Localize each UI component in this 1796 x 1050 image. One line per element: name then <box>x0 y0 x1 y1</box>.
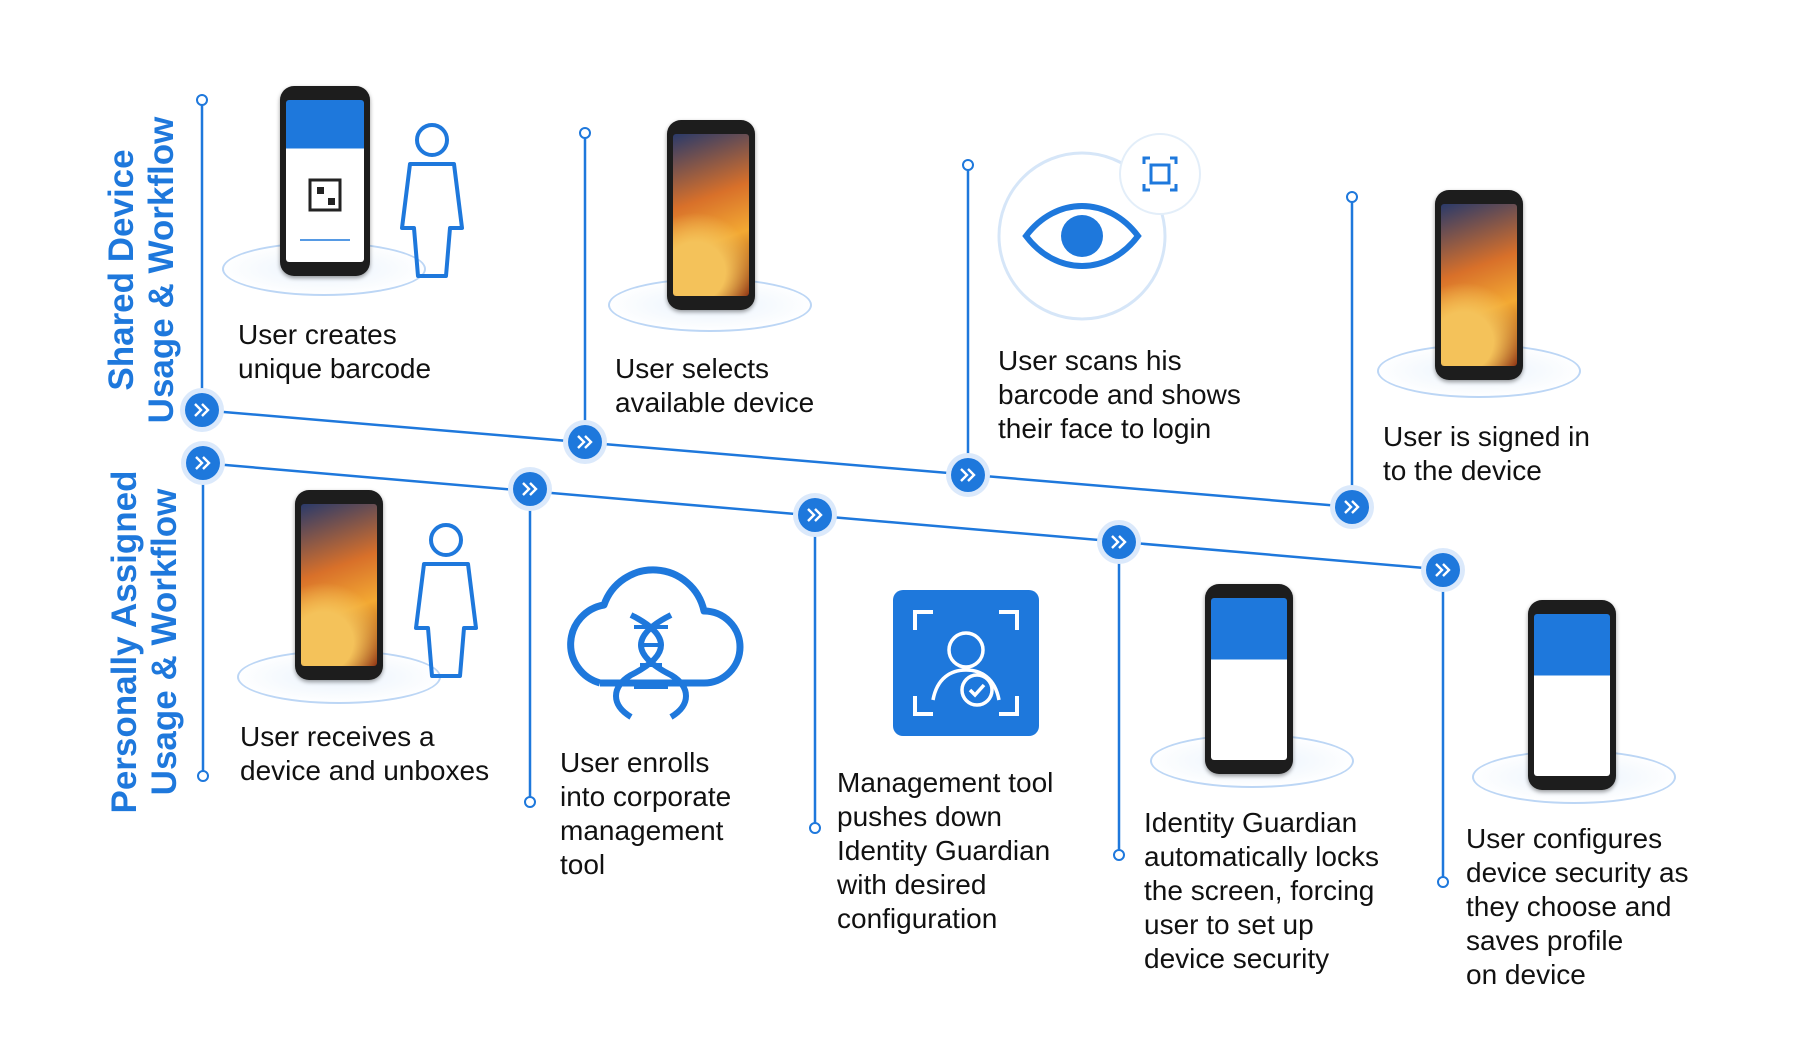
chevron-double-right-icon <box>951 458 985 492</box>
chevron-double-right-icon <box>1335 490 1369 524</box>
chevron-double-right-icon <box>568 425 602 459</box>
section-label-shared: Shared Device Usage & Workflow <box>102 116 181 424</box>
person-icon <box>400 123 464 278</box>
step-caption: User selects available device <box>615 353 815 418</box>
stem-end-dot <box>579 127 591 139</box>
stem-end-dot <box>524 796 536 808</box>
phone-icon <box>280 86 370 276</box>
face-id-icon <box>893 590 1039 736</box>
qr-code-icon <box>300 178 350 241</box>
step-caption: User configures device security as they … <box>1466 823 1689 990</box>
step-caption: Management tool pushes down Identity Gua… <box>837 767 1054 934</box>
step-caption: Identity Guardian automatically locks th… <box>1144 807 1379 974</box>
stem-end-dot <box>809 822 821 834</box>
section-label-personal: Personally Assigned Usage & Workflow <box>105 470 184 814</box>
cloud-dna-icon <box>567 566 744 720</box>
phone-icon <box>1435 190 1523 380</box>
phone-icon <box>667 120 755 310</box>
chevron-double-right-icon <box>798 498 832 532</box>
phone-icon <box>295 490 383 680</box>
chevron-double-right-icon <box>513 472 547 506</box>
step-caption: User creates unique barcode <box>238 319 432 384</box>
phone-icon <box>1528 600 1616 790</box>
chevron-double-right-icon <box>186 446 220 480</box>
stem-end-dot <box>1113 849 1125 861</box>
chevron-double-right-icon <box>1426 553 1460 587</box>
person-icon <box>414 523 478 678</box>
step-caption: User receives a device and unboxes <box>240 721 490 786</box>
chevron-double-right-icon <box>1102 525 1136 559</box>
step-caption: User scans his barcode and shows their f… <box>998 345 1241 444</box>
stem-end-dot <box>1437 876 1449 888</box>
stem-end-dot <box>196 94 208 106</box>
step-caption: User is signed in to the device <box>1383 421 1590 486</box>
stem-end-dot <box>1346 191 1358 203</box>
phone-icon <box>1205 584 1293 774</box>
stem-end-dot <box>197 770 209 782</box>
chevron-double-right-icon <box>185 393 219 427</box>
scan-icon <box>1119 133 1201 215</box>
step-caption: User enrolls into corporate management t… <box>560 747 732 880</box>
stem-end-dot <box>962 159 974 171</box>
eye-icon <box>997 151 1167 321</box>
